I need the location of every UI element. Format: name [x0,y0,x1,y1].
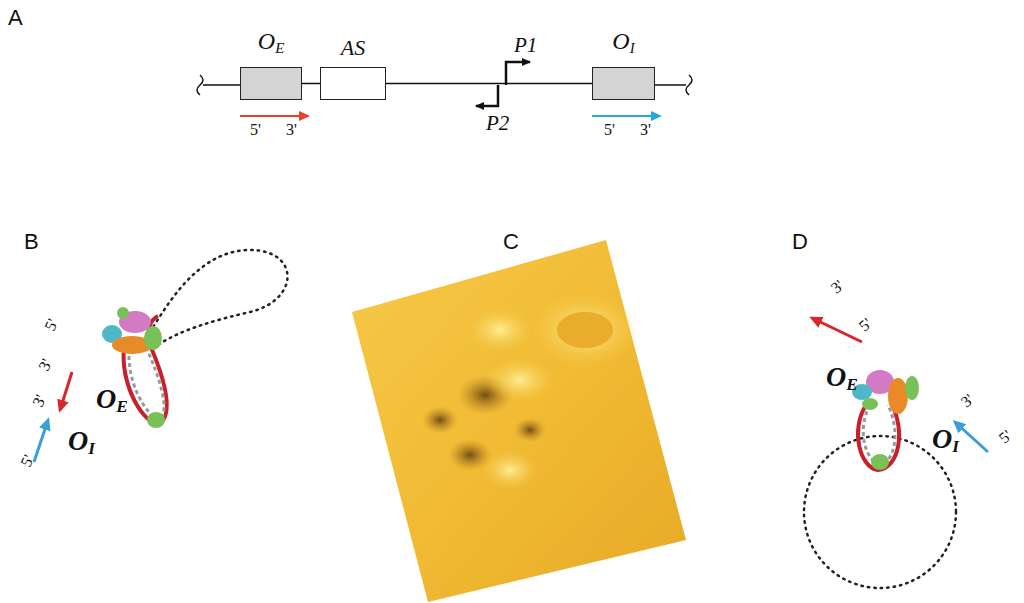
panel-letter: C [503,230,519,254]
strand-end: 5' [604,121,615,139]
strand-end: 5' [41,316,62,333]
strand-end: 3' [29,392,50,409]
antisense-box: AS [320,35,386,100]
strand-end: 3' [35,356,56,373]
operator-label: OI [68,426,95,458]
strand-end: 5' [17,452,38,469]
strand-end: 5' [996,427,1016,447]
dna-line [302,83,320,85]
panel-letter: A [8,6,23,30]
operator-box: OE [240,28,302,100]
operator-box: OI [592,28,655,100]
strand-end: 3' [286,121,297,139]
dna-region-box [320,67,386,100]
promoter-label: P1 [514,34,537,57]
strand-end: 3' [828,277,848,297]
gene-label: AS [320,35,386,61]
operator-label: OI [932,424,959,456]
strand-end: 3' [958,391,978,411]
dna-line [386,83,592,85]
dna-region-box [592,67,655,100]
operator-label: OE [826,362,858,394]
panel-letter: D [792,230,808,254]
strand-end: 5' [250,121,261,139]
gene-label: OE [240,28,302,61]
strand-end: 3' [640,121,651,139]
dna-region-box [240,67,302,100]
promoter-label: P2 [486,112,509,135]
operator-label: OE [96,384,128,416]
strand-end: 5' [856,315,876,335]
gene-label: OI [592,28,655,61]
panel-letter: B [24,230,39,254]
